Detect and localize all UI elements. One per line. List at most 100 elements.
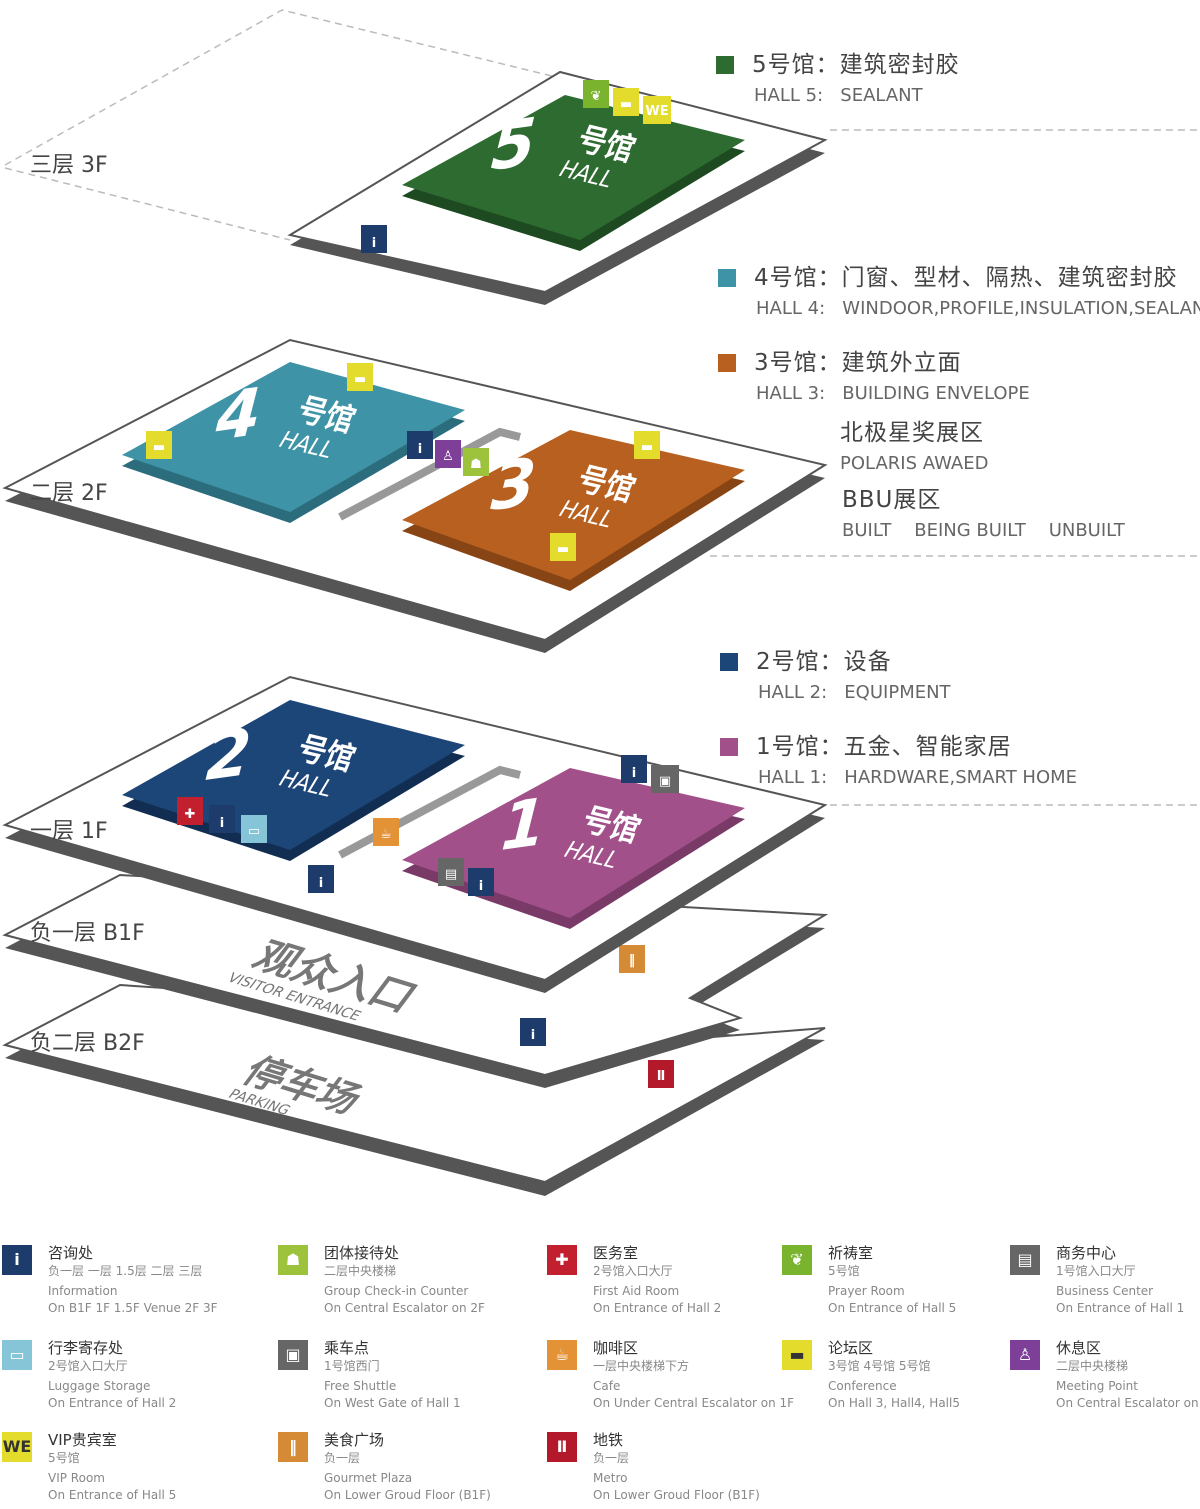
legend-location-cn: 一层中央楼梯下方 <box>593 1359 690 1373</box>
legend-title-en: Group Check-in Counter <box>324 1284 469 1298</box>
isometric-floor-plan: 负二层 B2F 停车场 PARKING 负一层 B1F 观众入口 VISITOR… <box>2 9 1200 1196</box>
hall-number: 5 <box>489 104 538 186</box>
hall-2[interactable]: 2 号馆 HALL <box>122 699 465 861</box>
shuttle-bus-icon[interactable]: ▣ <box>651 765 679 793</box>
legend-title-en: VIP Room <box>48 1471 105 1485</box>
svg-text:WE: WE <box>645 104 668 119</box>
legend-text: 祈祷室 5号馆 Prayer Room On Entrance of Hall … <box>828 1245 956 1317</box>
legend-location-cn: 负一层 <box>593 1451 630 1465</box>
svg-text:▬: ▬ <box>153 440 165 455</box>
floor-3f[interactable]: 三层 3F 5 号馆 HALL ❦ ▬ WE i <box>30 70 828 305</box>
svg-text:▭: ▭ <box>248 824 260 839</box>
group-checkin-icon[interactable]: ☗ <box>463 448 489 476</box>
legend-location-cn: 5号馆 <box>48 1451 80 1465</box>
conference-icon[interactable]: ▬ <box>550 533 576 561</box>
legend-location-cn: 5号馆 <box>828 1264 860 1278</box>
legend-text: 乘车点 1号馆西门 Free Shuttle On West Gate of H… <box>324 1340 461 1412</box>
legend-text: 咖啡区 一层中央楼梯下方 Cafe On Under Central Escal… <box>593 1340 794 1412</box>
floor-1f[interactable]: 一层 1F 2 号馆 HALL 1 号馆 HALL ✚ i ▭ ☕ i ▤ i <box>2 675 828 993</box>
legend-title-en: First Aid Room <box>593 1284 680 1298</box>
svg-text:♙: ♙ <box>442 449 454 464</box>
business-center-icon[interactable]: ▤ <box>438 858 464 886</box>
polaris-zone: 北极星奖展区 POLARIS AWAED <box>840 413 988 474</box>
svg-text:▤: ▤ <box>445 867 457 882</box>
svg-text:i: i <box>319 876 323 891</box>
hall-number: 1 <box>499 784 548 866</box>
legend-location-en: On Lower Groud Floor (B1F) <box>593 1488 760 1502</box>
legend-location-en: On Under Central Escalator on 1F <box>593 1396 795 1410</box>
legend-title-en: Metro <box>593 1471 628 1485</box>
legend-location-cn: 3号馆 4号馆 5号馆 <box>828 1359 931 1373</box>
polaris-subtitle: POLARIS AWAED <box>840 453 989 474</box>
conference-icon[interactable]: ▬ <box>347 363 373 391</box>
legend-title-cn: 团体接待处 <box>324 1244 400 1262</box>
hall-5[interactable]: 5 号馆 HALL <box>402 90 745 251</box>
floor-b1f[interactable]: 负一层 B1F 观众入口 VISITOR ENTRANCE ‖ i Ⅱ <box>2 873 829 1088</box>
bbu-subtitle: BUILT BEING BUILT UNBUILT <box>842 520 1125 541</box>
hall-1-subtitle: HALL 1: HARDWARE,SMART HOME <box>758 767 1078 788</box>
info-icon[interactable]: i <box>621 755 647 783</box>
prayer-icon[interactable]: ❦ <box>583 80 609 108</box>
legend-location-en: On Central Escalator on 2F <box>324 1301 485 1315</box>
info-icon[interactable]: i <box>209 805 235 833</box>
hall-5-title: 5号馆：建筑密封胶 <box>752 52 960 78</box>
legend-title-cn: 咨询处 <box>48 1244 94 1262</box>
gourmet-icon[interactable]: ‖ <box>619 945 645 973</box>
first-aid-icon[interactable]: ✚ <box>177 797 203 825</box>
info-icon[interactable]: i <box>407 431 433 459</box>
info-icon[interactable]: i <box>308 865 334 893</box>
conference-icon[interactable]: ▬ <box>613 88 639 116</box>
hall-2-description: 2号馆：设备 HALL 2: EQUIPMENT <box>720 642 951 703</box>
info-icon[interactable]: i <box>520 1018 546 1046</box>
legend-text: 商务中心 1号馆入口大厅 Business Center On Entrance… <box>1056 1245 1184 1317</box>
hall-1-swatch <box>720 738 738 756</box>
legend-location-cn: 负一层 <box>324 1451 361 1465</box>
luggage-icon: ▭ <box>2 1340 32 1370</box>
svg-text:▬: ▬ <box>641 440 653 455</box>
info-icon[interactable]: i <box>361 225 387 253</box>
group-checkin-icon: ☗ <box>278 1245 308 1275</box>
legend-text: 咨询处 负一层 一层 1.5层 二层 三层 Information On B1F… <box>48 1245 218 1317</box>
luggage-icon[interactable]: ▭ <box>241 815 267 843</box>
meeting-point-icon[interactable]: ♙ <box>435 440 461 468</box>
hall-2-subtitle: HALL 2: EQUIPMENT <box>758 682 951 703</box>
cafe-icon[interactable]: ☕ <box>373 818 399 846</box>
guide-lines <box>4 9 1200 806</box>
svg-text:☗: ☗ <box>470 457 482 472</box>
legend-title-cn: 乘车点 <box>324 1339 370 1357</box>
legend-title-cn: 行李寄存处 <box>48 1339 124 1357</box>
info-icon: i <box>2 1245 32 1275</box>
vip-club-icon[interactable]: WE <box>643 96 671 124</box>
legend-title-cn: 医务室 <box>593 1244 639 1262</box>
legend-text: 行李寄存处 2号馆入口大厅 Luggage Storage On Entranc… <box>48 1340 176 1412</box>
legend-title-cn: VIP贵宾室 <box>48 1431 117 1449</box>
legend-location-cn: 1号馆入口大厅 <box>1056 1264 1136 1278</box>
metro-icon[interactable]: Ⅱ <box>648 1060 674 1088</box>
hall-4-title: 4号馆：门窗、型材、隔热、建筑密封胶 <box>754 265 1178 291</box>
business-center-icon: ▤ <box>1010 1245 1040 1275</box>
legend-location-cn: 1号馆西门 <box>324 1359 380 1373</box>
hall-4[interactable]: 4 号馆 HALL <box>122 360 465 523</box>
svg-text:i: i <box>531 1028 535 1043</box>
hall-4-subtitle: HALL 4: WINDOOR,PROFILE,INSULATION,SEALA… <box>756 298 1200 319</box>
legend-location-en: On Central Escalator on 2F <box>1056 1396 1200 1410</box>
legend-title-en: Information <box>48 1284 118 1298</box>
legend-text: VIP贵宾室 5号馆 VIP Room On Entrance of Hall … <box>48 1432 176 1504</box>
floor-label-b1f: 负一层 B1F <box>30 921 145 946</box>
legend-location-cn: 2号馆入口大厅 <box>593 1264 673 1278</box>
hall-3-swatch <box>718 354 736 372</box>
legend-title-en: Conference <box>828 1379 897 1393</box>
info-icon[interactable]: i <box>468 868 494 896</box>
legend-location-cn: 2号馆入口大厅 <box>48 1359 128 1373</box>
hall-2-swatch <box>720 653 738 671</box>
floor-2f[interactable]: 二层 2F 4 号馆 HALL 3 号馆 HALL ▬ ▬ i ♙ ☗ ▬ ▬ <box>2 338 828 653</box>
legend-location-en: On Entrance of Hall 2 <box>593 1301 722 1315</box>
hall-3-title: 3号馆：建筑外立面 <box>754 350 962 376</box>
conference-icon[interactable]: ▬ <box>634 431 660 459</box>
hall-3[interactable]: 3 号馆 HALL <box>402 430 745 591</box>
conference-icon[interactable]: ▬ <box>146 431 172 459</box>
floor-label-b2f: 负二层 B2F <box>30 1031 145 1056</box>
floor-label-1f: 一层 1F <box>30 819 108 844</box>
svg-text:i: i <box>372 236 376 251</box>
vip-club-icon: WE <box>2 1432 32 1462</box>
